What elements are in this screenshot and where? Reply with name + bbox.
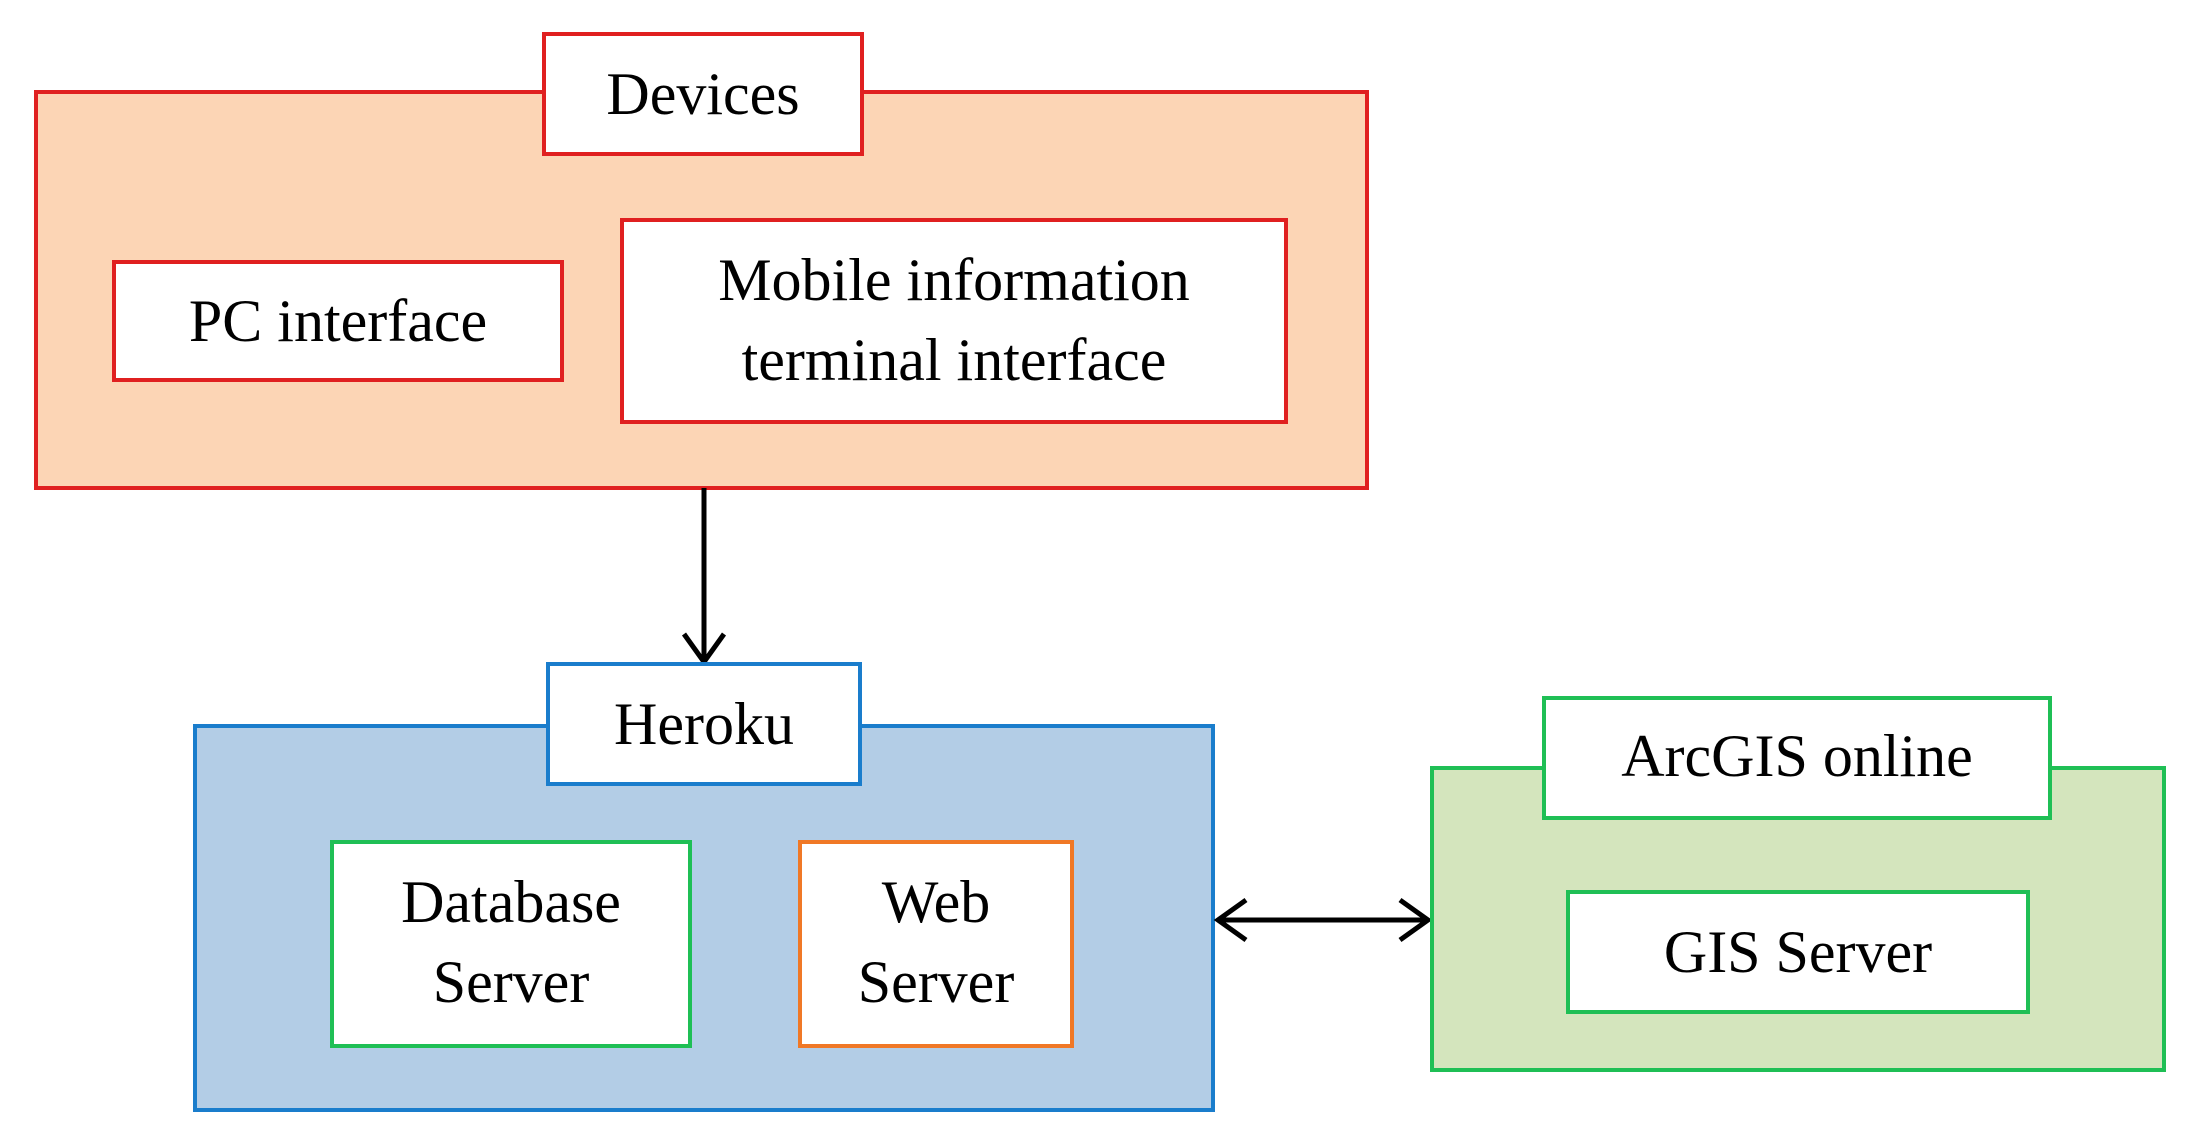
arcgis-title-box [1542, 696, 2052, 820]
web-server-box [798, 840, 1074, 1048]
heroku-title: Heroku [614, 691, 794, 757]
web-server-label-line1: Web [882, 869, 990, 935]
devices-group: Devices PC interface Mobile information … [34, 32, 1369, 490]
mobile-interface-label-line2: terminal interface [742, 327, 1167, 393]
devices-title: Devices [606, 61, 799, 127]
database-server-label-line1: Database [401, 869, 621, 935]
web-server-label-line2: Server [858, 949, 1015, 1015]
arcgis-group: ArcGIS online GIS Server [1430, 696, 2166, 1072]
heroku-arcgis-arrowhead-left [1213, 897, 1248, 943]
mobile-interface-label-line1: Mobile information [718, 247, 1190, 313]
heroku-title-box [546, 662, 862, 786]
pc-interface-label: PC interface [189, 288, 487, 354]
gis-server-label: GIS Server [1664, 919, 1932, 985]
gis-server-box [1566, 890, 2030, 1014]
heroku-group: Heroku Database Server Web Server [193, 662, 1215, 1112]
devices-title-box [542, 32, 864, 156]
pc-interface-box [112, 260, 564, 382]
database-server-box [330, 840, 692, 1048]
heroku-arcgis-arrowhead-right [1398, 897, 1433, 943]
database-server-label-line2: Server [433, 949, 590, 1015]
mobile-interface-box [620, 218, 1288, 424]
arcgis-title: ArcGIS online [1621, 723, 1973, 789]
